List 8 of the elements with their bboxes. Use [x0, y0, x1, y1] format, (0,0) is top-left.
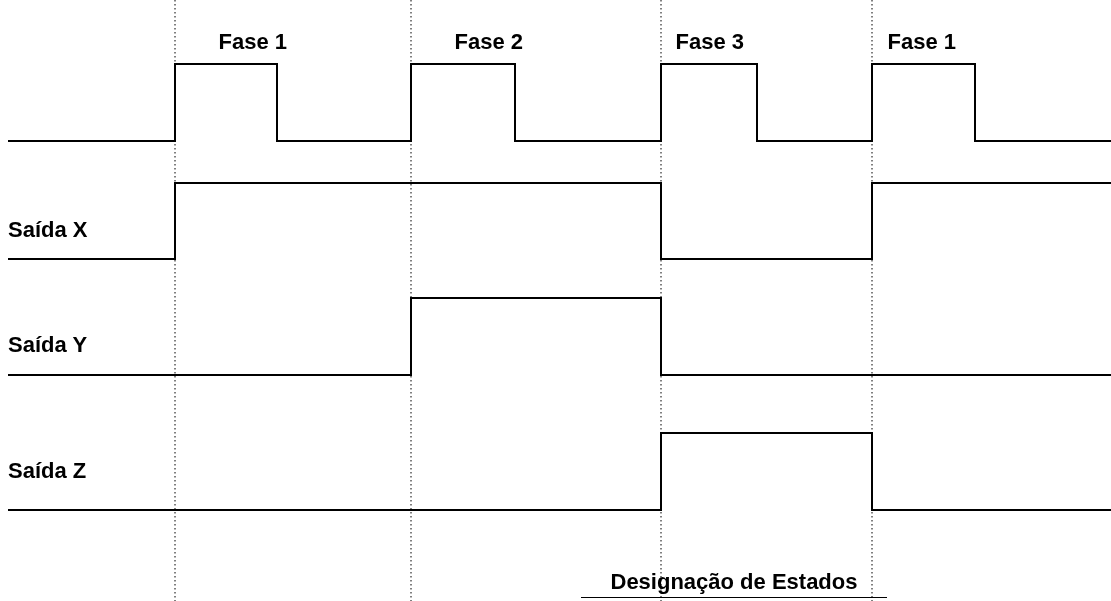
phase-label: Fase 2: [454, 29, 523, 55]
phase-label: Fase 1: [218, 29, 287, 55]
caption-text: Designação de Estados: [580, 569, 888, 598]
phase-label: Fase 1: [887, 29, 956, 55]
signal-label: Saída Y: [8, 332, 88, 358]
signal-label: Saída X: [8, 217, 88, 243]
signal-label: Saída Z: [8, 458, 87, 484]
phase-label: Fase 3: [675, 29, 744, 55]
